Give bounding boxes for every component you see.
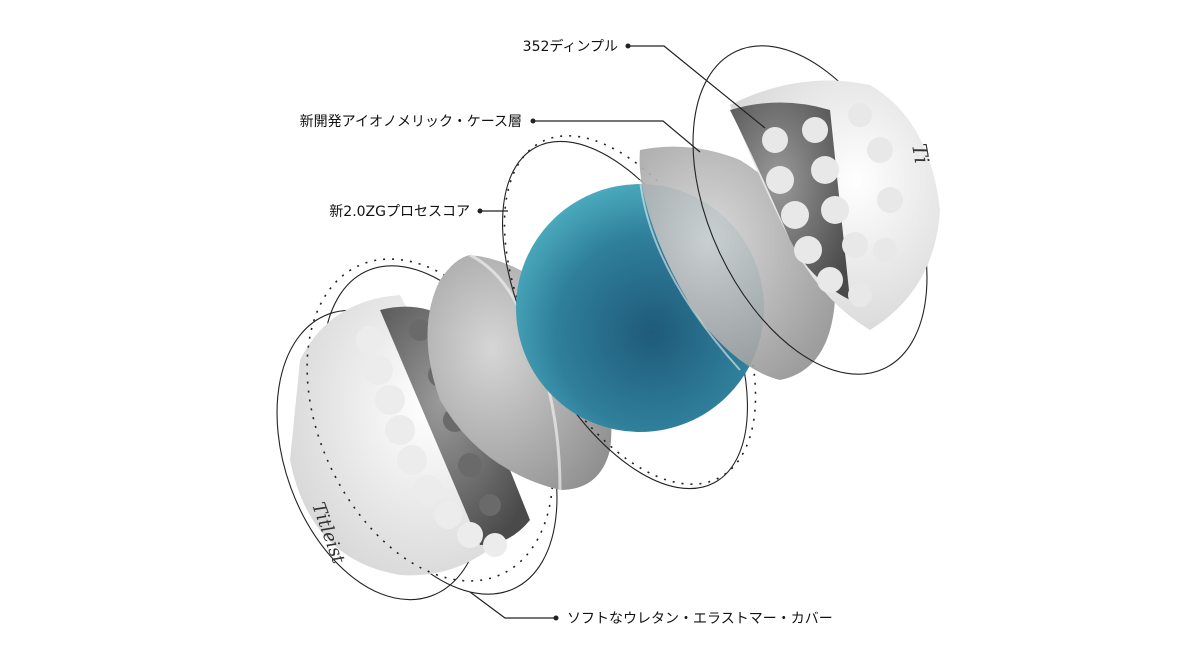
label-case-layer: 新開発アイオノメリック・ケース層 [300,114,522,130]
left-cover-half: Titleist [276,258,558,601]
right-cover-half: Ti [692,45,940,375]
label-cover: ソフトなウレタン・エラストマー・カバー [567,611,833,627]
label-dimples: 352ディンプル [523,38,618,55]
titleist-logo-right: Ti [907,142,934,166]
leader-lines [469,43,766,621]
label-core: 新2.0ZGプロセスコア [329,204,470,220]
